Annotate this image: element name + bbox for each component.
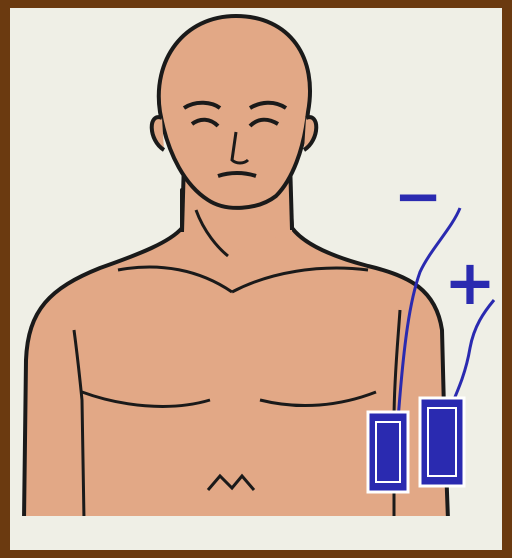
negative-electrode	[368, 412, 408, 492]
head	[159, 16, 310, 208]
right-ear	[304, 117, 316, 150]
left-ear	[152, 117, 164, 150]
negative-symbol: −	[394, 162, 443, 230]
positive-electrode	[420, 398, 464, 486]
bottom-band	[10, 516, 502, 550]
positive-symbol: +	[444, 246, 496, 319]
